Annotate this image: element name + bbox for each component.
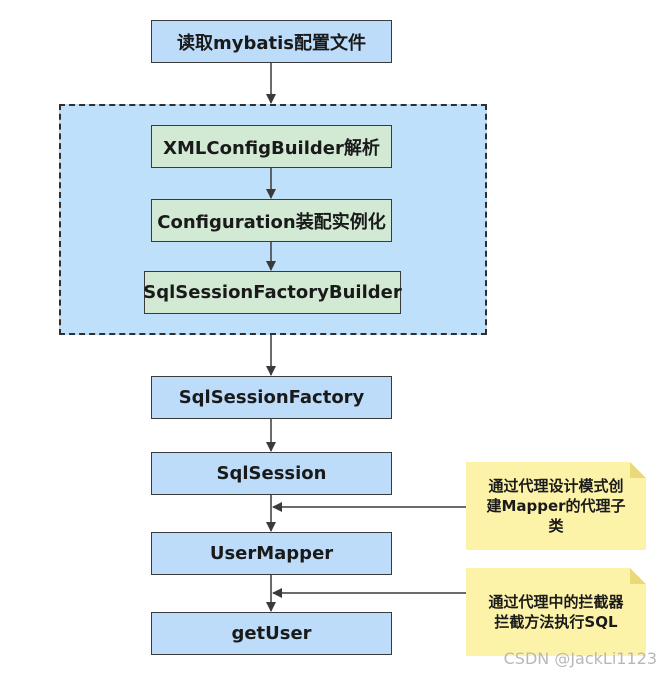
proxy-note: 通过代理设计模式创 建Mapper的代理子 类 (466, 462, 646, 550)
watermark: CSDN @JackLi1123 (503, 649, 657, 668)
sqlsession-box: SqlSession (151, 452, 392, 495)
proxy-note-line-1: 通过代理设计模式创 (488, 476, 624, 495)
sqlsession-factory-builder-box: SqlSessionFactoryBuilder (143, 271, 402, 314)
interceptor-note: 通过代理中的拦截器 拦截方法执行SQL (466, 568, 646, 656)
interceptor-note-line-1: 通过代理中的拦截器 (488, 592, 624, 611)
xml-config-builder-box: XMLConfigBuilder解析 (151, 125, 392, 168)
configuration-box: Configuration装配实例化 (151, 199, 392, 242)
proxy-note-text: 通过代理设计模式创 建Mapper的代理子 类 (486, 476, 625, 537)
get-user-box: getUser (151, 612, 392, 655)
sqlsession-factory-box: SqlSessionFactory (151, 376, 392, 419)
user-mapper-box: UserMapper (151, 532, 392, 575)
proxy-note-line-2: 建Mapper的代理子 (486, 496, 626, 515)
interceptor-note-text: 通过代理中的拦截器 拦截方法执行SQL (488, 592, 623, 633)
note-fold-icon (630, 462, 646, 478)
proxy-note-line-3: 类 (548, 517, 564, 536)
read-config-box: 读取mybatis配置文件 (151, 20, 392, 63)
interceptor-note-line-2: 拦截方法执行SQL (494, 613, 618, 631)
note-fold-icon (630, 568, 646, 584)
